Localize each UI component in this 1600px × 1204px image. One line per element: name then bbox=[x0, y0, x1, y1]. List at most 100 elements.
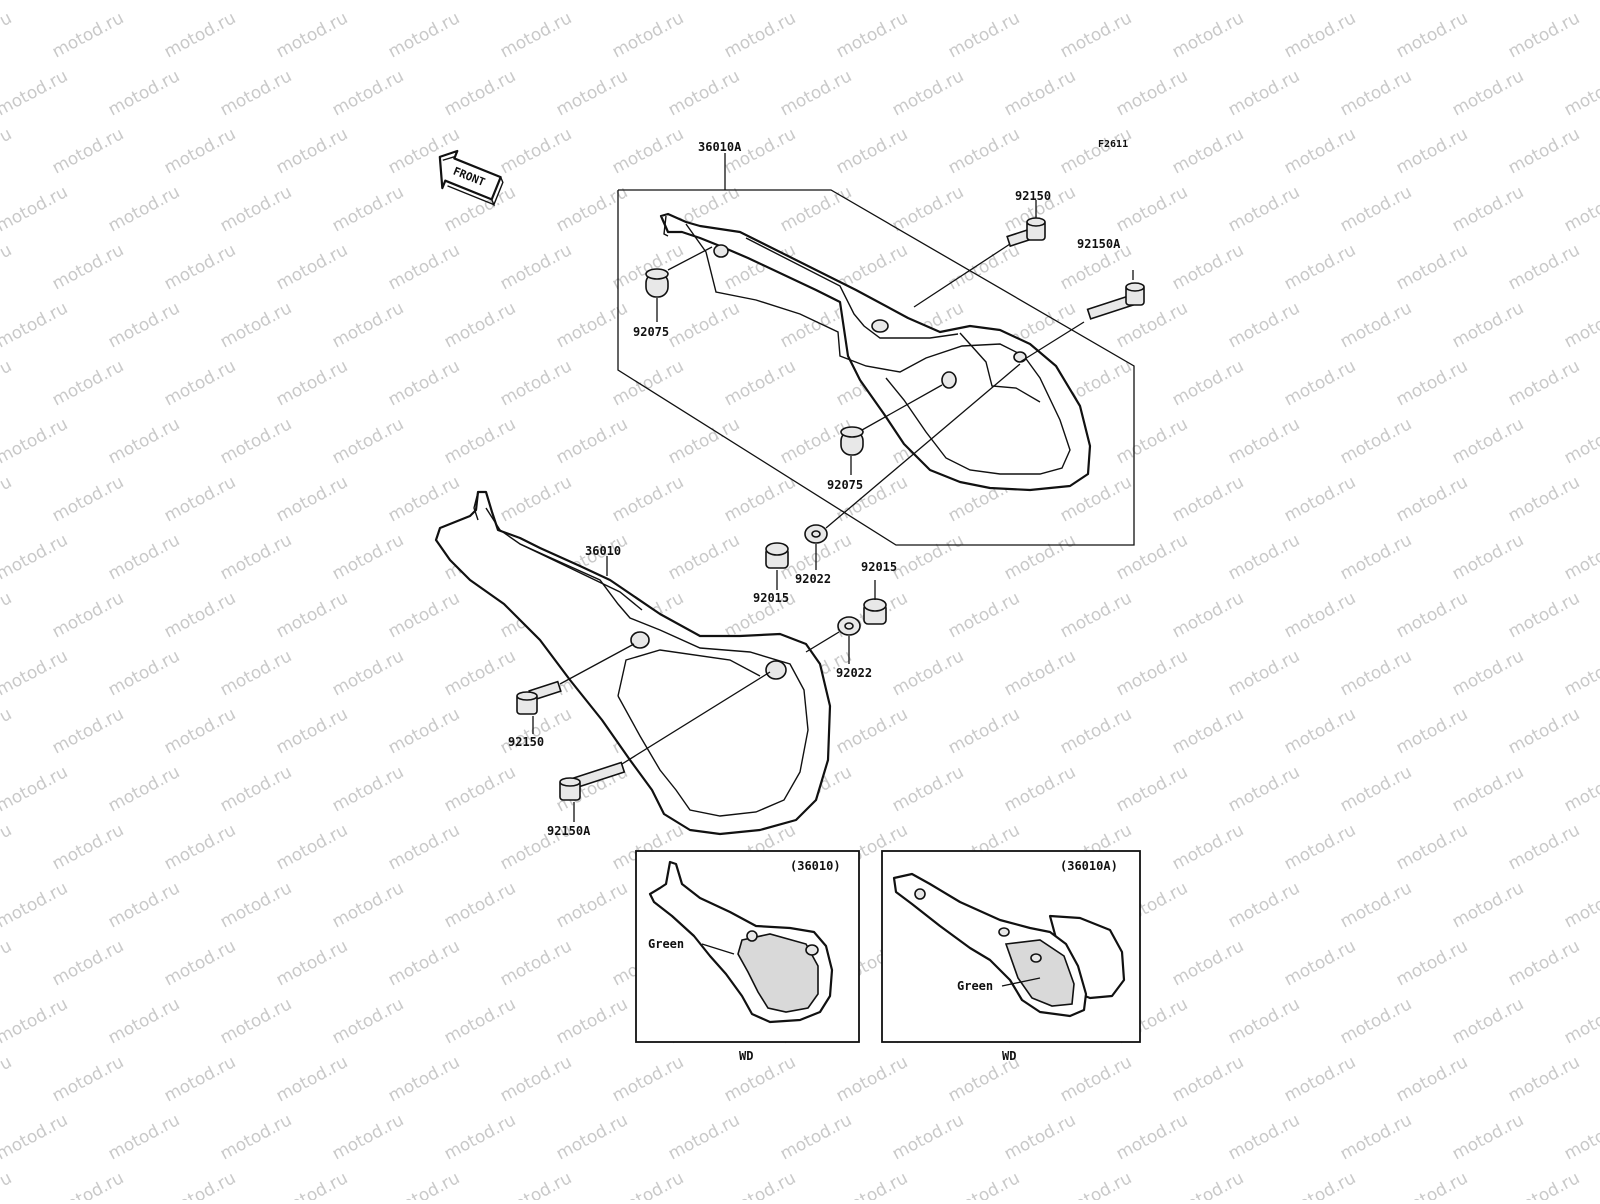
watermark-text: motod.ru bbox=[1001, 530, 1079, 584]
grommet-seat bbox=[941, 371, 957, 389]
nut-92015-a bbox=[765, 542, 789, 569]
nut-92015-b bbox=[863, 598, 887, 625]
watermark-text: motod.ru bbox=[329, 1110, 407, 1164]
watermark-text: motod.ru bbox=[1561, 994, 1600, 1048]
watermark-text: motod.ru bbox=[49, 936, 127, 990]
watermark-text: motod.ru bbox=[441, 762, 519, 816]
watermark-text: motod.ru bbox=[609, 1168, 687, 1200]
watermark-text: motod.ru bbox=[329, 66, 407, 120]
watermark-text: motod.ru bbox=[889, 762, 967, 816]
label-92015-b: 92015 bbox=[861, 560, 897, 574]
watermark-text: motod.ru bbox=[1393, 356, 1471, 410]
watermark-text: motod.ru bbox=[1561, 530, 1600, 584]
watermark-text: motod.ru bbox=[385, 936, 463, 990]
watermark-text: motod.ru bbox=[1561, 0, 1600, 4]
label-92015-a: 92015 bbox=[753, 591, 789, 605]
watermark-text: motod.ru bbox=[777, 0, 855, 4]
inset-36010-title: (36010) bbox=[790, 859, 841, 873]
watermark-text: motod.ru bbox=[0, 182, 71, 236]
inset-36010-color: Green bbox=[648, 937, 684, 951]
watermark-text: motod.ru bbox=[553, 66, 631, 120]
watermark-text: motod.ru bbox=[1225, 994, 1303, 1048]
watermark-text: motod.ru bbox=[49, 1052, 127, 1106]
label-92150-top: 92150 bbox=[1015, 189, 1051, 203]
watermark-text: motod.ru bbox=[0, 298, 71, 352]
watermark-text: motod.ru bbox=[161, 704, 239, 758]
watermark-text: motod.ru bbox=[385, 356, 463, 410]
watermark-text: motod.ru bbox=[1393, 588, 1471, 642]
watermark-text: motod.ru bbox=[1393, 704, 1471, 758]
watermark-text: motod.ru bbox=[1281, 240, 1359, 294]
bolt-92150A-bottom bbox=[559, 761, 626, 801]
watermark-text: motod.ru bbox=[329, 878, 407, 932]
inset-36010A-title: (36010A) bbox=[1060, 859, 1118, 873]
watermark-text: motod.ru bbox=[497, 472, 575, 526]
watermark-text: motod.ru bbox=[0, 240, 15, 294]
watermark-text: motod.ru bbox=[1561, 1110, 1600, 1164]
watermark-text: motod.ru bbox=[1169, 588, 1247, 642]
watermark-text: motod.ru bbox=[1337, 182, 1415, 236]
watermark-text: motod.ru bbox=[1337, 298, 1415, 352]
watermark-text: motod.ru bbox=[385, 820, 463, 874]
watermark-text: motod.ru bbox=[49, 704, 127, 758]
watermark-text: motod.ru bbox=[889, 646, 967, 700]
watermark-text: motod.ru bbox=[609, 124, 687, 178]
watermark-text: motod.ru bbox=[1057, 1052, 1135, 1106]
watermark-text: motod.ru bbox=[945, 124, 1023, 178]
watermark-text: motod.ru bbox=[0, 414, 71, 468]
watermark-text: motod.ru bbox=[1505, 820, 1583, 874]
watermark-text: motod.ru bbox=[49, 588, 127, 642]
watermark-text: motod.ru bbox=[497, 240, 575, 294]
watermark-text: motod.ru bbox=[161, 8, 239, 62]
watermark-text: motod.ru bbox=[497, 1168, 575, 1200]
watermark-text: motod.ru bbox=[1449, 530, 1527, 584]
watermark-text: motod.ru bbox=[0, 472, 15, 526]
watermark-text: motod.ru bbox=[1449, 762, 1527, 816]
watermark-text: motod.ru bbox=[329, 530, 407, 584]
watermark-text: motod.ru bbox=[1169, 240, 1247, 294]
watermark-text: motod.ru bbox=[1505, 124, 1583, 178]
watermark-text: motod.ru bbox=[161, 240, 239, 294]
watermark-text: motod.ru bbox=[889, 182, 967, 236]
watermark-text: motod.ru bbox=[497, 936, 575, 990]
watermark-text: motod.ru bbox=[1449, 994, 1527, 1048]
watermark-text: motod.ru bbox=[1001, 66, 1079, 120]
watermark-text: motod.ru bbox=[1113, 414, 1191, 468]
watermark-text: motod.ru bbox=[385, 588, 463, 642]
watermark-text: motod.ru bbox=[441, 878, 519, 932]
watermark-text: motod.ru bbox=[1449, 298, 1527, 352]
watermark-text: motod.ru bbox=[217, 994, 295, 1048]
watermark-text: motod.ru bbox=[665, 0, 743, 4]
washer-92022-a bbox=[804, 524, 828, 544]
label-92022-a: 92022 bbox=[795, 572, 831, 586]
watermark-text: motod.ru bbox=[273, 936, 351, 990]
watermark-text: motod.ru bbox=[1505, 8, 1583, 62]
watermark-text: motod.ru bbox=[161, 124, 239, 178]
watermark-text: motod.ru bbox=[0, 0, 71, 4]
washer-92022-b bbox=[837, 616, 861, 636]
watermark-text: motod.ru bbox=[217, 762, 295, 816]
watermark-text: motod.ru bbox=[217, 0, 295, 4]
watermark-text: motod.ru bbox=[1561, 298, 1600, 352]
watermark-text: motod.ru bbox=[721, 472, 799, 526]
watermark-text: motod.ru bbox=[1113, 762, 1191, 816]
front-arrow-icon: FRONT bbox=[438, 149, 504, 207]
watermark-text: motod.ru bbox=[665, 1110, 743, 1164]
bolt-92150-top bbox=[1006, 217, 1046, 248]
watermark-text: motod.ru bbox=[553, 878, 631, 932]
watermark-text: motod.ru bbox=[665, 298, 743, 352]
watermark-text: motod.ru bbox=[105, 1110, 183, 1164]
watermark-text: motod.ru bbox=[49, 356, 127, 410]
watermark-text: motod.ru bbox=[945, 8, 1023, 62]
watermark-text: motod.ru bbox=[1449, 182, 1527, 236]
watermark-text: motod.ru bbox=[1393, 936, 1471, 990]
watermark-text: motod.ru bbox=[1281, 936, 1359, 990]
watermark-text: motod.ru bbox=[0, 704, 15, 758]
watermark-text: motod.ru bbox=[273, 704, 351, 758]
watermark-text: motod.ru bbox=[105, 414, 183, 468]
watermark-text: motod.ru bbox=[1001, 762, 1079, 816]
watermark-text: motod.ru bbox=[553, 0, 631, 4]
watermark-text: motod.ru bbox=[105, 762, 183, 816]
watermark-text: motod.ru bbox=[329, 414, 407, 468]
